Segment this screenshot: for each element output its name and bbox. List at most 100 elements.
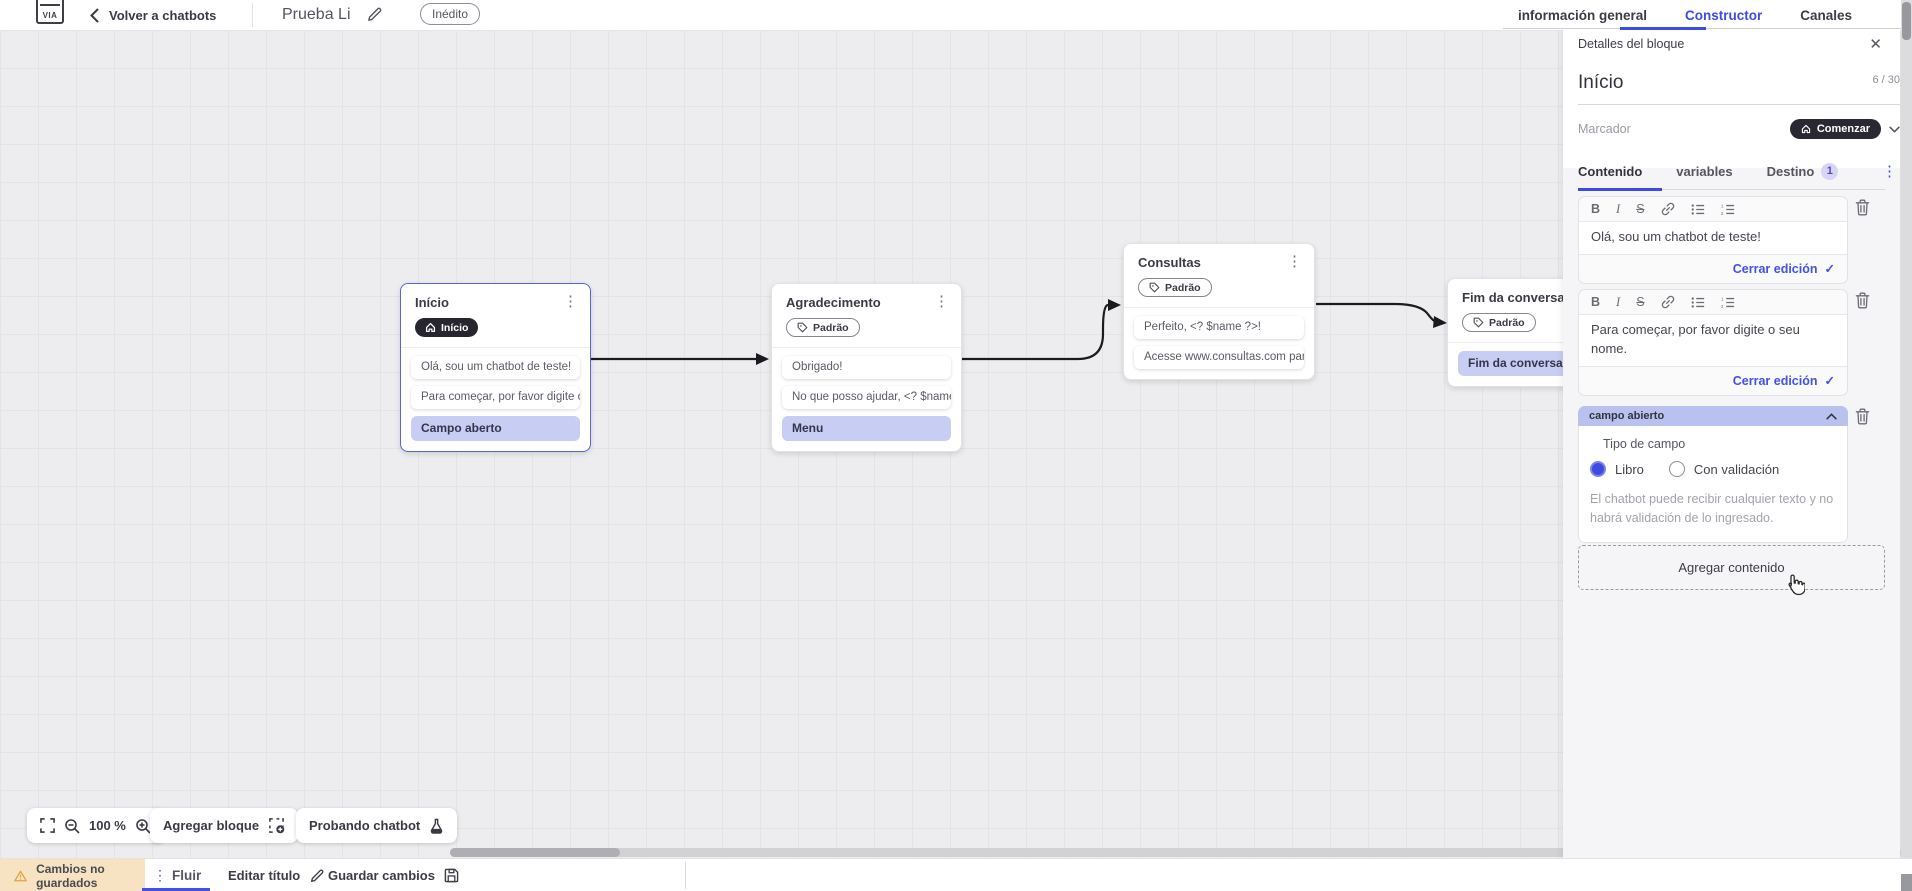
delete-content-icon[interactable] [1855, 292, 1870, 309]
delete-content-icon[interactable] [1855, 199, 1870, 216]
tab-destino[interactable]: Destino 1 [1767, 162, 1839, 180]
node-item[interactable]: No que posso ajudar, <? $name ... [782, 386, 951, 409]
node-title: Início [415, 295, 449, 310]
main-tabs: información general Constructor Canales [1518, 0, 1852, 30]
char-counter: 6 / 30 [1872, 74, 1900, 86]
node-item[interactable]: Perfeito, <? $name ?>! [1134, 316, 1304, 339]
start-badge[interactable]: Início [415, 318, 479, 337]
delete-content-icon[interactable] [1855, 408, 1870, 425]
bold-icon[interactable]: B [1591, 294, 1601, 309]
open-field-body: Tipo de campo Libro Con validación El ch… [1578, 426, 1848, 543]
message-text-input[interactable]: Olá, sou um chatbot de teste! [1579, 221, 1847, 255]
edit-chatbot-title-button[interactable] [366, 6, 383, 23]
panel-tabs-baseline [1662, 189, 1885, 190]
node-title: Consultas [1138, 255, 1201, 270]
add-block-icon [269, 818, 285, 834]
edit-title-button[interactable]: Editar título [228, 859, 325, 891]
destino-count-badge: 1 [1821, 162, 1839, 180]
chevron-up-icon[interactable] [1826, 412, 1837, 420]
tab-contenido[interactable]: Contenido [1578, 163, 1643, 179]
status-badge: Inédito [420, 3, 481, 25]
numbered-list-icon[interactable]: 12 [1721, 296, 1735, 309]
field-type-label: Tipo de campo [1603, 437, 1686, 451]
check-icon: ✓ [1824, 262, 1835, 277]
node-item[interactable]: Olá, sou um chatbot de teste! [411, 356, 580, 379]
scrollbar-thumb[interactable] [450, 848, 620, 857]
add-block-button[interactable]: Agregar bloque [150, 808, 299, 843]
scrollbar-thumb[interactable] [1902, 2, 1911, 40]
node-item[interactable]: Acesse www.consultas.com par... [1134, 346, 1304, 369]
svg-text:1: 1 [1721, 296, 1724, 301]
app-logo[interactable]: VIA [36, 0, 64, 24]
home-icon [1801, 124, 1810, 134]
bullet-list-icon[interactable] [1691, 203, 1705, 216]
connection-agradecimento-consultas[interactable] [962, 299, 1121, 361]
node-item[interactable]: Para começar, por favor digite o ... [411, 386, 580, 409]
zoom-in-icon[interactable] [135, 818, 151, 834]
fit-screen-icon[interactable] [40, 818, 55, 833]
open-field-header[interactable]: campo abierto [1578, 406, 1848, 426]
close-panel-icon[interactable]: ✕ [1869, 36, 1882, 53]
block-name-input[interactable]: Início [1578, 72, 1900, 105]
radio-libro[interactable] [1590, 461, 1606, 477]
node-item[interactable]: Obrigado! [782, 356, 951, 379]
zoom-out-icon[interactable] [64, 818, 80, 834]
italic-icon[interactable]: I [1616, 201, 1621, 216]
marker-row: Marcador Comenzar [1578, 118, 1900, 140]
panel-menu-icon[interactable]: ⋮ [1882, 163, 1897, 180]
default-badge[interactable]: Padrão [786, 318, 860, 337]
tab-informacion-general[interactable]: información general [1517, 7, 1647, 23]
node-item-open-field[interactable]: Campo aberto [411, 416, 580, 441]
bullet-list-icon[interactable] [1691, 296, 1705, 309]
back-to-chatbots-button[interactable]: Volver a chatbots [90, 0, 216, 30]
connection-consultas-fim[interactable] [1316, 302, 1447, 328]
flow-tab-underline [142, 888, 210, 891]
message-text-input[interactable]: Para começar, por favor digite o seu nom… [1579, 314, 1847, 367]
svg-text:2: 2 [1721, 303, 1724, 308]
test-chatbot-button[interactable]: Probando chatbot [296, 808, 458, 843]
bold-icon[interactable]: B [1591, 201, 1601, 216]
strikethrough-icon[interactable]: S [1636, 201, 1645, 216]
tab-constructor[interactable]: Constructor [1684, 7, 1763, 23]
flask-icon [430, 818, 443, 834]
link-icon[interactable] [1661, 202, 1675, 216]
strikethrough-icon[interactable]: S [1636, 294, 1645, 309]
chevron-down-icon[interactable] [1889, 126, 1900, 133]
field-type-options: Libro Con validación [1590, 461, 1836, 477]
marker-select[interactable]: Comenzar [1789, 119, 1881, 139]
close-edit-button[interactable]: Cerrar edición ✓ [1732, 261, 1835, 277]
add-content-button[interactable]: Agregar contenido [1578, 545, 1885, 590]
save-changes-button[interactable]: Guardar cambios [328, 859, 459, 891]
tab-variables[interactable]: variables [1676, 163, 1733, 179]
default-badge[interactable]: Padrão [1462, 313, 1536, 332]
flow-menu-icon[interactable]: ⋮ [153, 867, 167, 883]
numbered-list-icon[interactable]: 12 [1721, 203, 1735, 216]
flow-node-agradecimento[interactable]: Agradecimento ⋮ Padrão Obrigado! No que … [771, 283, 962, 452]
chatbot-title: Prueba Li [282, 6, 351, 23]
node-menu-icon[interactable]: ⋮ [934, 293, 949, 310]
tabs-baseline [1503, 28, 1912, 29]
link-icon[interactable] [1661, 295, 1675, 309]
flow-node-consultas[interactable]: Consultas ⋮ Padrão Perfeito, <? $name ?>… [1123, 243, 1315, 380]
panel-active-tab-underline [1578, 188, 1662, 191]
node-menu-icon[interactable]: ⋮ [563, 293, 578, 310]
radio-con-validacion[interactable] [1668, 461, 1685, 477]
italic-icon[interactable]: I [1616, 294, 1621, 309]
panel-scrollbar[interactable] [1901, 0, 1912, 858]
node-item-menu[interactable]: Menu [782, 416, 951, 441]
radio-libro-label[interactable]: Libro [1615, 461, 1644, 477]
radio-con-validacion-label[interactable]: Con validación [1693, 461, 1780, 477]
default-badge[interactable]: Padrão [1138, 278, 1212, 297]
canvas-horizontal-scrollbar[interactable] [450, 848, 1902, 857]
home-icon [425, 322, 436, 333]
close-edit-button[interactable]: Cerrar edición ✓ [1732, 373, 1835, 389]
node-title: Fim da conversa [1462, 290, 1565, 305]
flow-node-inicio[interactable]: Início ⋮ Início Olá, sou um chatbot de t… [400, 283, 591, 452]
top-bar: VIA Volver a chatbots Prueba Li Inédito … [0, 0, 1912, 30]
node-menu-icon[interactable]: ⋮ [1287, 253, 1302, 270]
connection-inicio-agradecimento[interactable] [591, 353, 769, 365]
tab-fluir[interactable]: Fluir [172, 868, 202, 883]
tab-canales[interactable]: Canales [1800, 7, 1852, 23]
back-label: Volver a chatbots [109, 7, 217, 23]
